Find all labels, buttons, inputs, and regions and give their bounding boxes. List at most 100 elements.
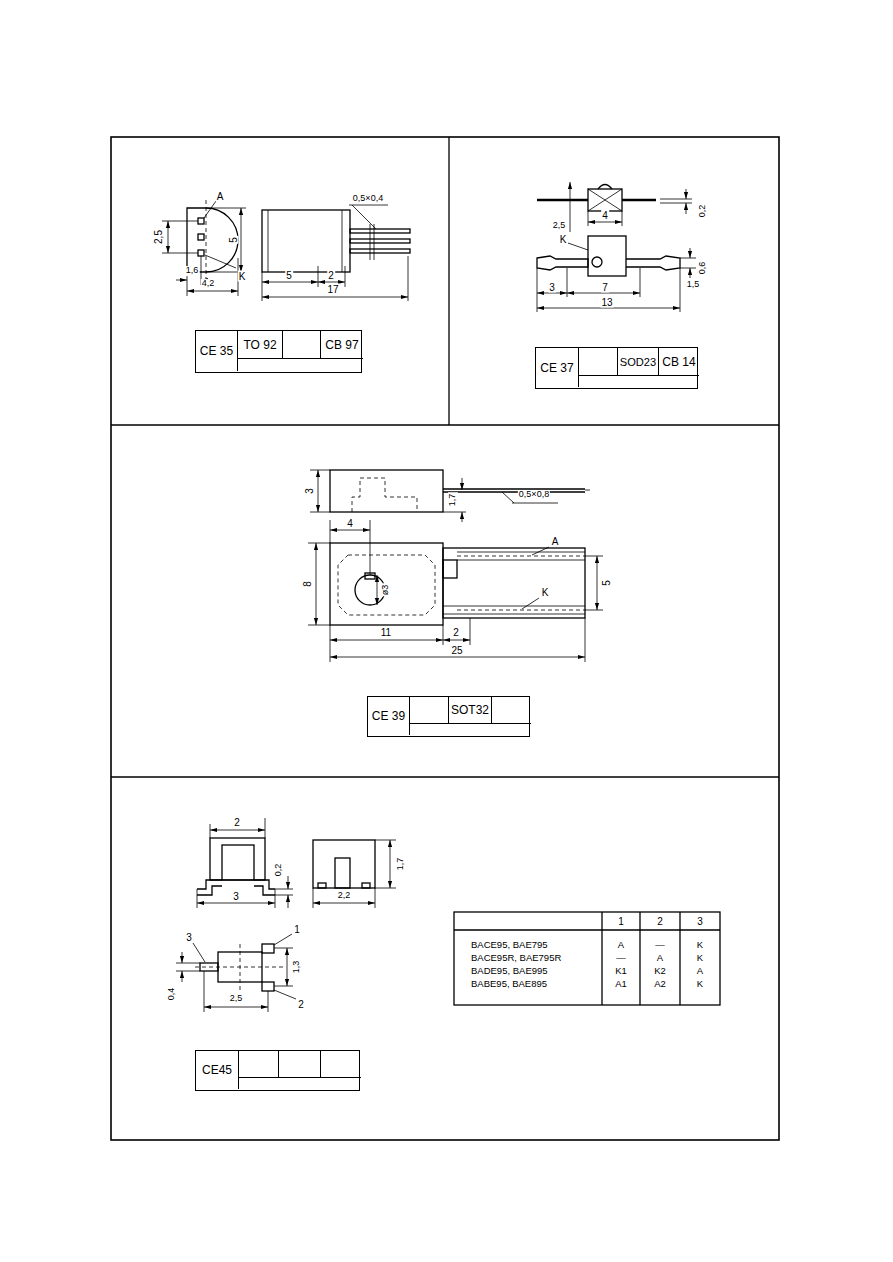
package-code: CB 97	[325, 338, 358, 352]
drawing-stroke	[187, 291, 238, 292]
drawing-stroke	[350, 249, 410, 253]
table-cell: A	[696, 966, 704, 976]
drawing-stroke	[313, 903, 375, 904]
drawing-stroke	[585, 610, 603, 611]
drawing-stroke	[375, 888, 376, 908]
drawing-stroke	[390, 840, 391, 888]
drawing-stroke	[585, 490, 590, 491]
drawing-stroke	[588, 189, 622, 211]
drawing-stroke	[448, 137, 449, 425]
drawing-stroke	[537, 308, 680, 309]
drawing-stroke	[686, 189, 687, 199]
code-cell: CB 97	[321, 331, 363, 359]
drawing-stroke	[454, 929, 720, 930]
drawing-stroke	[690, 268, 691, 278]
package-code: CE 37	[540, 361, 573, 375]
drawing-stroke	[310, 512, 330, 513]
drawing-stroke	[639, 912, 640, 1005]
drawing-stroke	[313, 888, 314, 908]
drawing-stroke	[176, 971, 200, 972]
drawing-stroke	[275, 895, 293, 896]
drawing-stroke	[313, 840, 375, 888]
drawing-stroke	[443, 512, 466, 513]
drawing-stroke	[457, 560, 585, 561]
package-code-box: CE 39 SOT32	[367, 696, 530, 737]
drawing-stroke	[162, 253, 198, 254]
drawing-stroke	[362, 883, 370, 888]
table-cell: 2	[656, 916, 664, 927]
drawing-stroke	[318, 282, 345, 283]
package-code-box: CE 35 TO 92 CB 97	[195, 330, 362, 373]
dimension-label: 3	[548, 282, 556, 293]
drawing-stroke	[275, 889, 293, 890]
drawing-stroke	[349, 205, 388, 206]
drawing-stroke	[210, 830, 265, 831]
drawing-stroke	[660, 199, 692, 200]
code-cell: SOD23	[618, 348, 659, 376]
drawing-stroke	[316, 543, 317, 625]
drawing-stroke	[443, 491, 585, 492]
table-cell: A1	[614, 979, 628, 989]
drawing-stroke	[512, 503, 558, 504]
drawing-stroke	[680, 268, 681, 312]
drawing-stroke	[330, 625, 331, 662]
dimension-label: 25	[450, 645, 463, 656]
dimension-label: 1,5	[686, 280, 701, 290]
code-cell: CE 39	[368, 697, 410, 735]
drawing-stroke	[330, 640, 443, 641]
code-cell: SOT32	[449, 697, 492, 724]
dimension-label: 0,2	[698, 204, 708, 219]
drawing-stroke	[262, 297, 408, 298]
table-cell: K	[696, 953, 704, 963]
drawing-stroke	[532, 547, 549, 555]
package-code: CE 39	[372, 709, 405, 723]
code-cell	[239, 1051, 279, 1078]
drawing-stroke	[210, 824, 211, 838]
dimension-label: 17	[326, 284, 339, 295]
drawing-stroke	[626, 256, 680, 270]
table-cell: K1	[614, 966, 628, 976]
code-cell: CE 35	[196, 331, 238, 371]
dimension-label: 0,5×0,4	[352, 194, 384, 204]
table-cell: A2	[653, 979, 667, 989]
drawing-stroke	[457, 610, 585, 611]
drawing-stroke	[182, 971, 183, 982]
drawing-stroke	[197, 903, 275, 904]
drawing-stroke	[470, 618, 471, 645]
drawing-stroke	[370, 224, 371, 260]
dimension-label: 2	[233, 817, 241, 828]
drawing-stroke	[240, 944, 241, 990]
code-cell	[283, 331, 321, 359]
drawing-stroke	[254, 880, 275, 889]
code-cell	[410, 697, 449, 724]
drawing-stroke	[182, 952, 183, 963]
drawing-stroke	[522, 598, 539, 609]
package-code: CB 14	[662, 355, 695, 369]
drawing-stroke	[268, 991, 269, 1012]
dimension-label: 1,7	[396, 857, 406, 872]
dimension-label: 1	[293, 924, 301, 935]
drawing-stroke	[338, 555, 435, 615]
drawing-stroke	[265, 818, 266, 838]
dimension-label: 2	[452, 627, 460, 638]
dimension-label: 5	[285, 270, 293, 281]
drawing-stroke	[330, 543, 443, 625]
drawing-stroke	[443, 606, 585, 607]
drawing-stroke	[274, 934, 292, 945]
drawing-stroke	[598, 185, 612, 190]
drawing-stroke	[454, 912, 720, 1005]
drawing-stroke	[318, 883, 326, 888]
drawing-stroke	[377, 575, 378, 605]
table-cell: K2	[653, 966, 667, 976]
table-cell: BABE95, BAE895	[470, 979, 548, 989]
code-cell	[279, 1051, 321, 1078]
dimension-label: 3	[185, 932, 193, 943]
dimension-label: 2,5	[229, 994, 244, 1004]
dimension-label: 1,6	[185, 266, 200, 276]
drawing-stroke	[350, 239, 410, 243]
drawing-stroke	[287, 948, 288, 986]
dimension-label: 5	[228, 236, 239, 244]
package-code: TO 92	[243, 338, 276, 352]
drawing-stroke	[457, 556, 585, 557]
drawing-stroke	[537, 293, 567, 294]
